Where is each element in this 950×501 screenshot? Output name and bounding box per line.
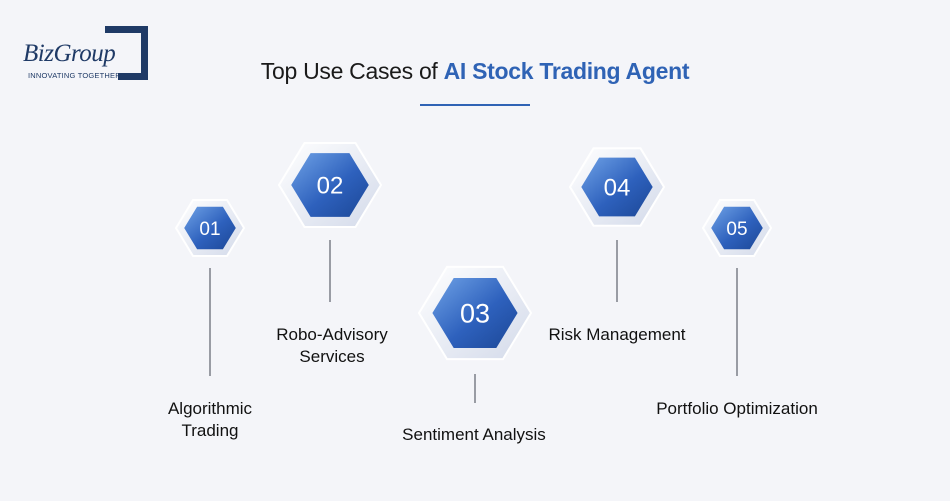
hexagon-number-01: 01 xyxy=(199,219,220,240)
item-label-04: Risk Management xyxy=(548,325,686,344)
hexagon-badge-04 xyxy=(581,157,653,217)
hexagon-badge-05 xyxy=(711,206,763,250)
hexagon-badge-03 xyxy=(432,278,518,348)
page-title: Top Use Cases of AI Stock Trading Agent xyxy=(0,58,950,85)
item-label-05: Portfolio Optimization xyxy=(656,399,818,418)
item-label-01: Algorithmic Trading xyxy=(167,399,253,440)
hexagon-badge-01 xyxy=(184,206,236,250)
hexagon-number-05: 05 xyxy=(726,219,747,240)
hexagon-number-04: 04 xyxy=(604,175,631,202)
logo-wordmark: BizGroup xyxy=(23,40,116,67)
title-prefix: Top Use Cases of xyxy=(260,58,444,84)
title-accent: AI Stock Trading Agent xyxy=(443,58,690,84)
logo-tagline: INNOVATING TOGETHER xyxy=(28,71,121,80)
item-label-02: Robo-Advisory Services xyxy=(276,325,388,366)
title-underline xyxy=(420,104,530,106)
hexagon-number-02: 02 xyxy=(317,173,344,200)
item-label-03: Sentiment Analysis xyxy=(402,425,546,444)
logo-frame xyxy=(118,26,148,80)
hexagon-number-03: 03 xyxy=(460,299,490,329)
hexagon-badge-02 xyxy=(291,153,369,217)
bizgroup-logo: BizGroup INNOVATING TOGETHER xyxy=(20,26,160,86)
